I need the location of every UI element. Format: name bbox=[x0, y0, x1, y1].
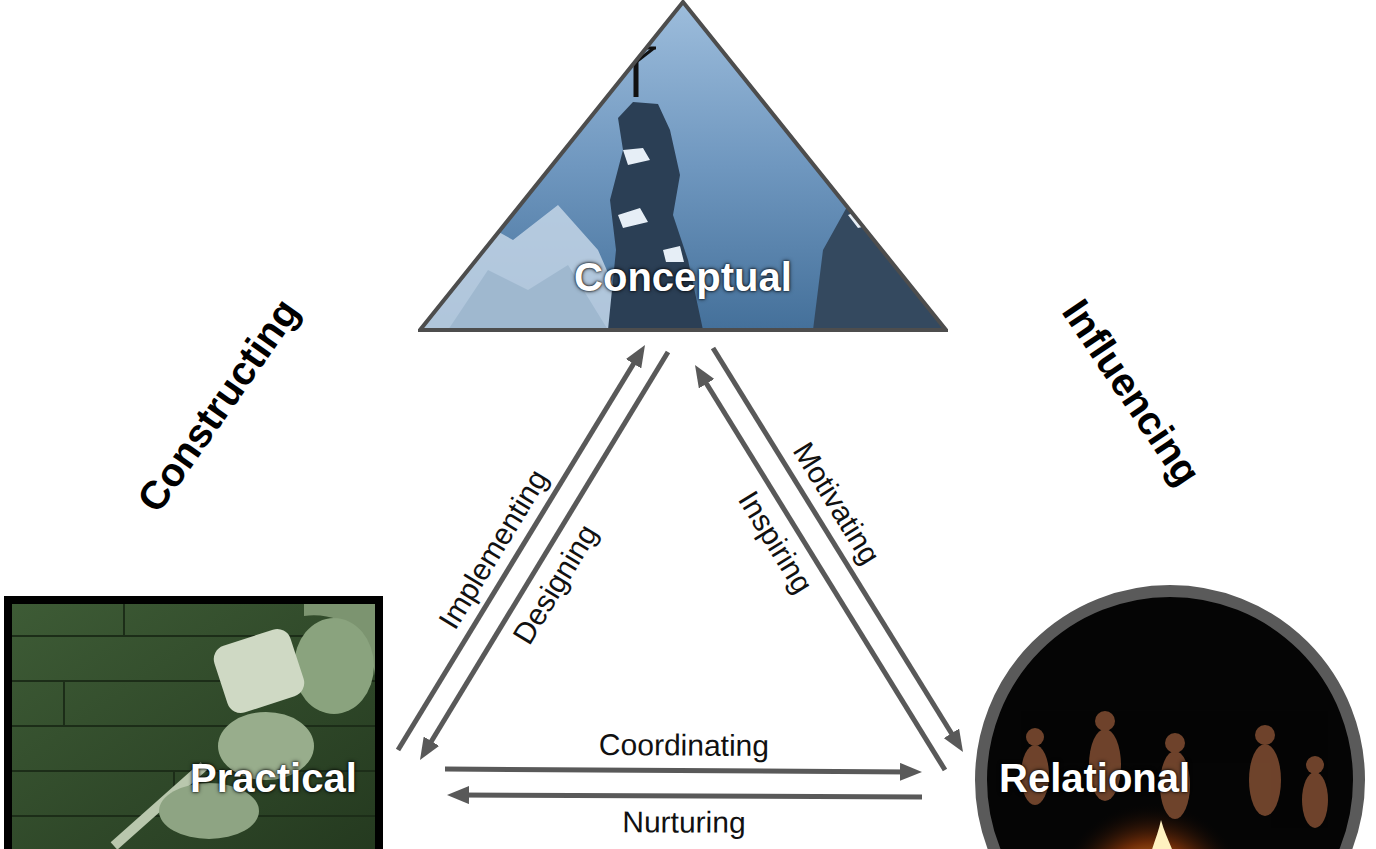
relational-circle: Relational bbox=[975, 585, 1365, 849]
connector-arrow bbox=[426, 352, 668, 750]
edge-label: Nurturing bbox=[620, 805, 750, 839]
conceptual-triangle: Conceptual bbox=[418, 0, 948, 332]
circle-illustration bbox=[975, 585, 1365, 849]
square-illustration bbox=[4, 596, 383, 849]
side-label: Constructing bbox=[129, 290, 308, 519]
connector-arrow bbox=[701, 375, 945, 770]
connector-arrow bbox=[459, 795, 922, 797]
connector-arrow bbox=[713, 348, 957, 742]
node-label: Conceptual bbox=[574, 253, 792, 301]
connector-arrow bbox=[398, 355, 639, 750]
edge-label: Coordinating bbox=[595, 727, 771, 761]
practical-square: Practical bbox=[4, 596, 383, 849]
node-label: Practical bbox=[190, 754, 357, 802]
connector-arrow bbox=[445, 769, 910, 772]
node-label: Relational bbox=[999, 754, 1190, 802]
side-label: Influencing bbox=[1054, 291, 1210, 492]
